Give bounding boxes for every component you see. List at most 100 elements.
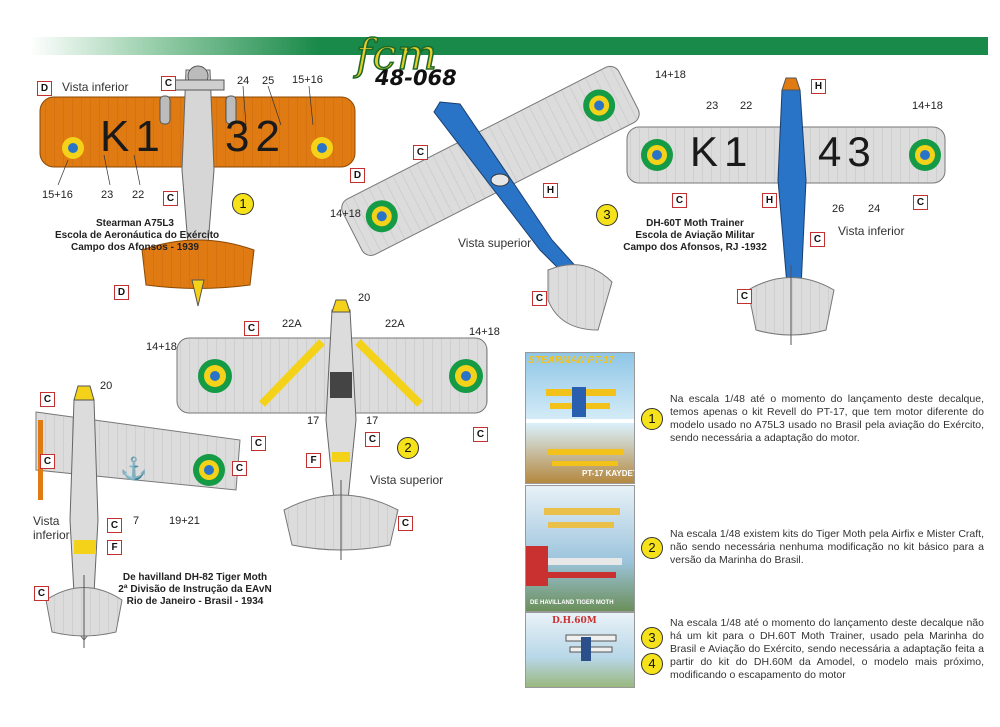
- callout: 26: [832, 203, 845, 215]
- caption-line: Escola de Aeronáutica do Exército: [55, 230, 220, 241]
- callout: 14+18: [912, 100, 943, 112]
- callout: 20: [100, 380, 113, 392]
- callout: 17: [307, 415, 320, 427]
- aircraft-number-badge: 1: [232, 193, 254, 215]
- callout: 22A: [385, 318, 405, 330]
- kit-box-stearman: STEARMAN PT-17 PT-17 KAYDET: [525, 352, 635, 484]
- stearman-underside: [39, 65, 356, 307]
- kit-box-dh60m: D.H.60M: [525, 612, 635, 688]
- tag-c: C: [34, 586, 49, 601]
- tag-d: D: [114, 285, 129, 300]
- tag-h: H: [762, 193, 777, 208]
- tag-c: C: [413, 145, 428, 160]
- tag-c: C: [232, 461, 247, 476]
- moth-registration-right: 43: [818, 128, 877, 175]
- callout: 17: [366, 415, 379, 427]
- callout: 23: [101, 189, 114, 201]
- caption-line: Rio de Janeiro - Brasil - 1934: [126, 596, 264, 607]
- leader-lines: [57, 85, 314, 186]
- caption-line: Stearman A75L3: [96, 218, 174, 229]
- moth-registration-left: K1: [690, 128, 754, 175]
- tag-c: C: [810, 232, 825, 247]
- view-label-tiger-top: Vista superior: [370, 473, 444, 487]
- tag-c: C: [244, 321, 259, 336]
- aircraft-number-badge: 2: [397, 437, 419, 459]
- tag-c: C: [532, 291, 547, 306]
- kit-box-art: [526, 387, 634, 466]
- tag-c: C: [40, 454, 55, 469]
- tag-c: C: [251, 436, 266, 451]
- view-label-moth-bottom: Vista inferior: [838, 224, 905, 238]
- caption-line: DH-60T Moth Trainer: [646, 218, 744, 229]
- kit-box-subtitle: PT-17 KAYDET: [582, 469, 635, 478]
- callout: 22A: [282, 318, 302, 330]
- callout: 14+18: [469, 326, 500, 338]
- stearman-registration-left: K1: [100, 112, 166, 161]
- tag-d: D: [37, 81, 52, 96]
- note-badge: 1: [641, 408, 663, 430]
- kit-box-tiger-moth: DE HAVILLAND TIGER MOTH: [525, 485, 635, 612]
- kit-box-label: DE HAVILLAND TIGER MOTH: [530, 600, 614, 606]
- caption-line: Campo dos Afonsos, RJ -1932: [623, 242, 767, 253]
- tag-c: C: [365, 432, 380, 447]
- tag-d: D: [350, 168, 365, 183]
- tag-c: C: [163, 191, 178, 206]
- moth-underside: [626, 77, 946, 345]
- callout: 25: [262, 75, 275, 87]
- callout: 24: [868, 203, 881, 215]
- view-label-tiger-bottom: Vista inferior: [33, 514, 70, 542]
- note-text: Na escala 1/48 até o momento do lançamen…: [670, 617, 984, 681]
- note-text: Na escala 1/48 até o momento do lançamen…: [670, 393, 984, 444]
- tag-h: H: [811, 79, 826, 94]
- moth-caption: DH-60T Moth Trainer Escola de Aviação Mi…: [620, 218, 770, 254]
- note-badge: 4: [641, 653, 663, 675]
- tag-f: F: [306, 453, 321, 468]
- caption-line: Escola de Aviação Militar: [635, 230, 755, 241]
- tag-f: F: [107, 540, 122, 555]
- tag-c: C: [161, 76, 176, 91]
- caption-line: De havilland DH-82 Tiger Moth: [122, 572, 268, 583]
- stearman-registration-right: 32: [225, 112, 286, 161]
- caption-line: 2ª Divisão de Instrução da EAvN: [118, 584, 272, 595]
- callout: 14+18: [146, 341, 177, 353]
- tiger-moth-underside: ⚓: [35, 385, 241, 648]
- tag-c: C: [107, 518, 122, 533]
- note-badge: 2: [641, 537, 663, 559]
- caption-line: Campo dos Afonsos - 1939: [71, 242, 199, 253]
- stearman-caption: Stearman A75L3 Escola de Aeronáutica do …: [55, 218, 220, 254]
- callout: 22: [132, 189, 145, 201]
- view-label-stearman: Vista inferior: [62, 80, 129, 94]
- callout: 14+18: [655, 69, 686, 81]
- callout: 23: [706, 100, 719, 112]
- view-label-moth-top: Vista superior: [458, 236, 532, 250]
- tag-h: H: [543, 183, 558, 198]
- brand-logo: fcm: [355, 29, 438, 80]
- callout: 20: [358, 292, 371, 304]
- header-band: [30, 37, 988, 55]
- kit-box-art: [565, 634, 617, 661]
- callout: 15+16: [292, 74, 323, 86]
- tag-c: C: [473, 427, 488, 442]
- tag-c: C: [398, 516, 413, 531]
- note-text: Na escala 1/48 existem kits do Tiger Mot…: [670, 528, 984, 566]
- kit-box-title: D.H.60M: [552, 616, 597, 626]
- tiger-caption: De havilland DH-82 Tiger Moth 2ª Divisão…: [115, 572, 275, 608]
- callout: 22: [740, 100, 753, 112]
- tag-c: C: [913, 195, 928, 210]
- tag-c: C: [672, 193, 687, 208]
- callout: 14+18: [330, 208, 361, 220]
- callout: 19+21: [169, 515, 200, 527]
- callout: 15+16: [42, 189, 73, 201]
- tag-c: C: [40, 392, 55, 407]
- aircraft-number-badge: 3: [596, 204, 618, 226]
- tag-c: C: [737, 289, 752, 304]
- sheet-code: 48-068: [375, 66, 457, 90]
- callout: 24: [237, 75, 250, 87]
- kit-box-art: [526, 508, 622, 586]
- note-badge: 3: [641, 627, 663, 649]
- kit-box-title: STEARMAN PT-17: [528, 355, 615, 366]
- callout: 7: [133, 515, 140, 527]
- tiger-moth-upperside: [176, 299, 488, 560]
